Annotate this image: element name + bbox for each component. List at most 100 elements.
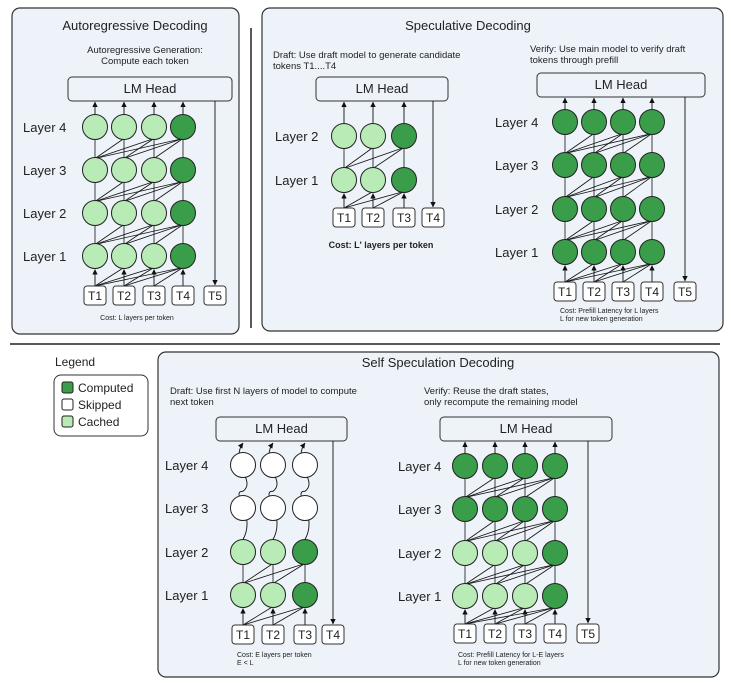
self-spec-verify-line-2: only recompute the remaining model bbox=[424, 397, 578, 408]
layer-edge bbox=[564, 176, 595, 198]
layer-edge bbox=[94, 138, 125, 159]
layer-label-1: Layer 1 bbox=[275, 173, 318, 188]
node-layer3-t2 bbox=[111, 157, 137, 183]
layer-edge bbox=[94, 138, 155, 159]
token-box-t2 bbox=[582, 281, 606, 302]
node-layer3-t3 bbox=[512, 496, 538, 522]
node-layer1-t2 bbox=[111, 243, 137, 269]
layer-edge bbox=[524, 477, 556, 498]
node-layer4-t1 bbox=[230, 452, 256, 478]
node-layer3-t2 bbox=[482, 496, 508, 522]
speculative-draft-line-1: Draft: Use draft model to generate candi… bbox=[273, 50, 460, 61]
token-box-t1 bbox=[83, 285, 107, 306]
self-spec-draft-line-1: Draft: Use first N layers of model to co… bbox=[170, 386, 357, 397]
token-label-t1: T1 bbox=[558, 285, 572, 299]
token-label-t4: T4 bbox=[645, 285, 659, 299]
lm-head-label: LM Head bbox=[124, 81, 177, 96]
node-layer3-t4 bbox=[170, 157, 196, 183]
layer-edge bbox=[372, 147, 405, 169]
node-layer4-t1 bbox=[552, 109, 578, 135]
self-spec-draft-cost-line-1: Cost: E layers per token bbox=[237, 652, 312, 659]
legend-swatch-cached bbox=[61, 415, 74, 428]
token-box-t2 bbox=[112, 285, 136, 306]
token-box-t3 bbox=[293, 624, 317, 645]
input-edge bbox=[123, 267, 184, 287]
layer-label-3: Layer 3 bbox=[495, 158, 538, 173]
node-layer2-t3 bbox=[391, 123, 417, 149]
speculative-verify-cost-line-1: Cost: Prefill Latency for L layers bbox=[560, 308, 659, 315]
token-label-t2: T2 bbox=[587, 285, 601, 299]
autoregressive-title: Autoregressive Decoding bbox=[62, 18, 207, 33]
node-layer2-t3 bbox=[292, 539, 318, 565]
layer-label-1: Layer 1 bbox=[23, 249, 66, 264]
lm-head-label: LM Head bbox=[595, 77, 648, 92]
node-layer4-t3 bbox=[141, 114, 167, 140]
self-spec-draft-line-2: next token bbox=[170, 397, 214, 408]
node-layer1-t4 bbox=[639, 239, 665, 265]
node-layer2-t4 bbox=[542, 540, 568, 566]
node-layer2-t1 bbox=[331, 123, 357, 149]
layer-label-2: Layer 2 bbox=[398, 546, 441, 561]
node-layer3-t3 bbox=[141, 157, 167, 183]
layer-edge bbox=[153, 138, 184, 159]
node-layer2-t2 bbox=[581, 196, 607, 222]
token-box-t1 bbox=[553, 281, 577, 302]
layer-edge bbox=[593, 133, 624, 154]
layer-edge bbox=[464, 520, 496, 542]
node-layer2-t1 bbox=[552, 196, 578, 222]
lm-head-box bbox=[67, 76, 233, 102]
node-layer3-t1 bbox=[552, 152, 578, 178]
token-box-t4 bbox=[321, 624, 345, 645]
input-edge bbox=[94, 267, 155, 287]
node-layer3-t1 bbox=[82, 157, 108, 183]
node-layer1-t4 bbox=[542, 583, 568, 609]
token-box-t2 bbox=[361, 207, 385, 228]
token-box-t2 bbox=[261, 624, 285, 645]
layer-edge bbox=[622, 133, 653, 154]
node-layer2-t3 bbox=[512, 540, 538, 566]
layer-edge bbox=[153, 224, 184, 245]
layer-edge bbox=[494, 477, 526, 498]
layer-edge bbox=[622, 176, 653, 198]
token-label-t3: T3 bbox=[397, 211, 411, 225]
layer-edge bbox=[94, 224, 155, 245]
node-layer2-t2 bbox=[111, 200, 137, 226]
token-label-t4: T4 bbox=[326, 628, 340, 642]
layer-edge bbox=[464, 564, 496, 585]
lm-head-box bbox=[439, 416, 613, 442]
input-edge bbox=[153, 267, 184, 287]
node-layer4-t2 bbox=[260, 452, 286, 478]
node-layer4-t3 bbox=[610, 109, 636, 135]
node-layer2-t2 bbox=[360, 123, 386, 149]
token-box-t5 bbox=[203, 285, 227, 306]
token-box-t1 bbox=[453, 623, 477, 644]
token-box-t5 bbox=[576, 623, 600, 644]
node-layer2-t1 bbox=[230, 539, 256, 565]
layer-edge bbox=[593, 176, 624, 198]
input-edge bbox=[622, 263, 653, 283]
input-edge bbox=[564, 263, 595, 283]
layer-label-1: Layer 1 bbox=[495, 245, 538, 260]
input-edge bbox=[494, 607, 526, 625]
token-box-t1 bbox=[231, 624, 255, 645]
token-box-t1 bbox=[332, 207, 356, 228]
node-layer4-t4 bbox=[170, 114, 196, 140]
input-edge bbox=[94, 267, 125, 287]
input-edge bbox=[343, 191, 374, 209]
token-box-t3 bbox=[513, 623, 537, 644]
node-layer1-t1 bbox=[230, 582, 256, 608]
token-label-t1: T1 bbox=[88, 289, 102, 303]
token-label-t1: T1 bbox=[458, 627, 472, 641]
input-edge bbox=[242, 606, 306, 626]
node-layer1-t1 bbox=[452, 583, 478, 609]
layer-edge bbox=[564, 133, 595, 154]
node-layer4-t1 bbox=[452, 453, 478, 479]
node-layer1-t1 bbox=[82, 243, 108, 269]
legend-label-skipped: Skipped bbox=[78, 398, 121, 412]
layer-edge bbox=[123, 181, 155, 202]
node-layer3-t2 bbox=[260, 495, 286, 521]
input-edge bbox=[372, 191, 405, 209]
token-label-t3: T3 bbox=[616, 285, 630, 299]
